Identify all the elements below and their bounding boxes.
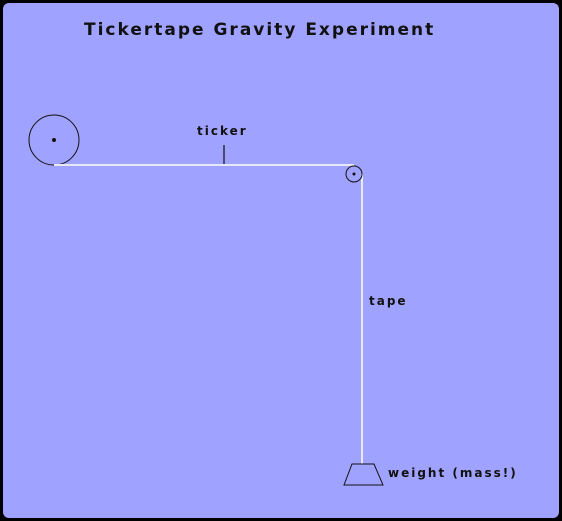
supply-reel-axle — [52, 138, 56, 142]
pulley-outline — [345, 165, 363, 183]
pulley — [345, 165, 363, 183]
weight-label: weight (mass!) — [388, 466, 518, 480]
diagram-background — [3, 3, 559, 518]
pulley-axle — [352, 172, 356, 176]
weight-mass — [343, 463, 384, 486]
ticker-label: ticker — [197, 124, 248, 138]
diagram-title: Tickertape Gravity Experiment — [84, 20, 435, 40]
tape-label: tape — [369, 294, 408, 308]
